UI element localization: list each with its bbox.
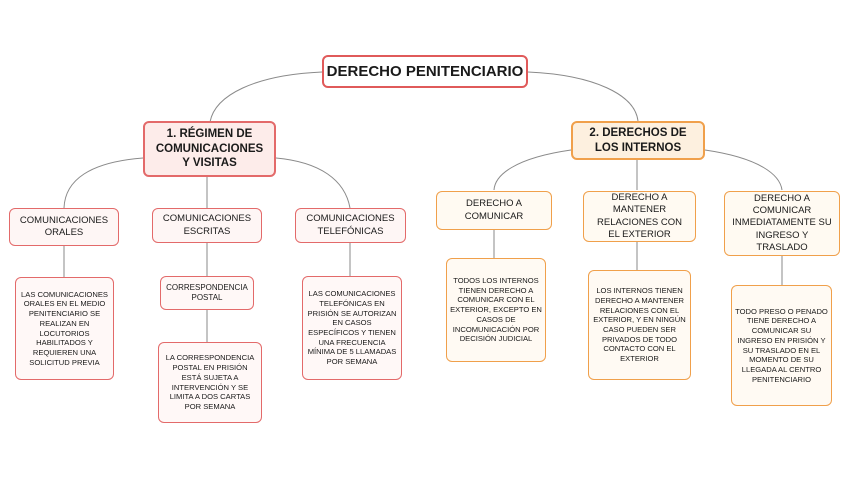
node-comunicaciones-telefonicas-label: COMUNICACIONES TELEFÓNICAS — [306, 213, 395, 237]
node-derecho-relaciones-label: DERECHO A MANTENER RELACIONES CON EL EXT… — [597, 192, 682, 240]
detail-escritas: LA CORRESPONDENCIA POSTAL EN PRISIÓN EST… — [158, 342, 262, 423]
detail-comunicar-text: TODOS LOS INTERNOS TIENEN DERECHO A COMU… — [450, 275, 542, 344]
detail-telefonicas-text: LAS COMUNICACIONES TELEFÓNICAS EN PRISIÓ… — [307, 289, 397, 367]
detail-orales: LAS COMUNICACIONES ORALES EN EL MEDIO PE… — [15, 277, 114, 380]
detail-inmediato: TODO PRESO O PENADO TIENE DERECHO A COMU… — [731, 285, 832, 406]
branch-derechos-label: 2. DERECHOS DE LOS INTERNOS — [589, 126, 687, 154]
detail-escritas-text: LA CORRESPONDENCIA POSTAL EN PRISIÓN EST… — [165, 353, 255, 411]
node-comunicaciones-orales[interactable]: COMUNICACIONES ORALES — [9, 208, 119, 246]
node-derecho-comunicar[interactable]: DERECHO A COMUNICAR — [436, 191, 552, 230]
detail-inmediato-text: TODO PRESO O PENADO TIENE DERECHO A COMU… — [735, 306, 828, 384]
detail-relaciones: LOS INTERNOS TIENEN DERECHO A MANTENER R… — [588, 270, 691, 380]
node-derecho-relaciones[interactable]: DERECHO A MANTENER RELACIONES CON EL EXT… — [583, 191, 696, 242]
node-derecho-inmediato[interactable]: DERECHO A COMUNICAR INMEDIATAMENTE SU IN… — [724, 191, 840, 256]
branch-derechos[interactable]: 2. DERECHOS DE LOS INTERNOS — [571, 121, 705, 160]
node-comunicaciones-escritas[interactable]: COMUNICACIONES ESCRITAS — [152, 208, 262, 243]
detail-relaciones-text: LOS INTERNOS TIENEN DERECHO A MANTENER R… — [593, 286, 686, 364]
detail-comunicar: TODOS LOS INTERNOS TIENEN DERECHO A COMU… — [446, 258, 546, 362]
detail-orales-text: LAS COMUNICACIONES ORALES EN EL MEDIO PE… — [21, 289, 108, 367]
root-node[interactable]: DERECHO PENITENCIARIO — [322, 55, 528, 88]
node-derecho-inmediato-label: DERECHO A COMUNICAR INMEDIATAMENTE SU IN… — [732, 193, 832, 253]
detail-telefonicas: LAS COMUNICACIONES TELEFÓNICAS EN PRISIÓ… — [302, 276, 402, 380]
root-label: DERECHO PENITENCIARIO — [326, 62, 524, 80]
node-comunicaciones-orales-label: COMUNICACIONES ORALES — [19, 214, 109, 238]
node-comunicaciones-telefonicas[interactable]: COMUNICACIONES TELEFÓNICAS — [295, 208, 406, 243]
branch-regimen-label: 1. RÉGIMEN DE COMUNICACIONES Y VISITAS — [155, 127, 264, 170]
node-derecho-comunicar-label: DERECHO A COMUNICAR — [464, 198, 524, 222]
node-comunicaciones-escritas-label: COMUNICACIONES ESCRITAS — [162, 213, 252, 237]
node-correspondencia-postal[interactable]: CORRESPONDENCIA POSTAL — [160, 276, 254, 310]
branch-regimen[interactable]: 1. RÉGIMEN DE COMUNICACIONES Y VISITAS — [143, 121, 276, 177]
node-correspondencia-postal-label: CORRESPONDENCIA POSTAL — [166, 282, 248, 302]
